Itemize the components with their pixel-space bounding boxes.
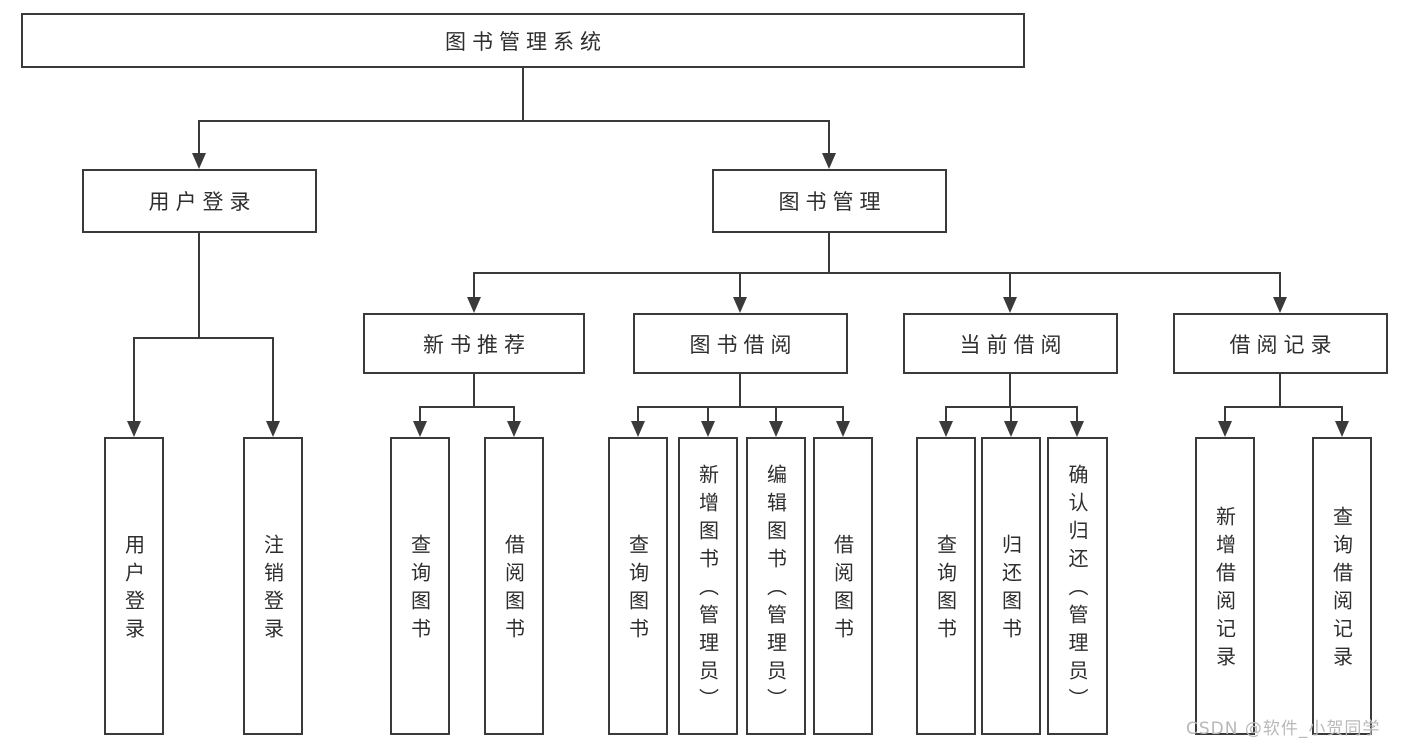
connector-arrow-shaft-br-leaf1 [1224, 406, 1226, 423]
node-current-borrow: 当前借阅 [903, 313, 1118, 374]
connector-arrow-shaft-current-borrow [1009, 272, 1011, 299]
arrowhead-current-borrow-icon [1003, 297, 1017, 313]
leaf-cb-return-books: 归还图书 [981, 437, 1041, 735]
connector-arrow-shaft-nb-leaf2 [513, 406, 515, 423]
connector-arrow-shaft-book-mgmt [828, 120, 830, 155]
leaf-bb-edit-books-admin: 编辑图书（管理员） [746, 437, 806, 735]
connector-arrow-shaft-new-books [473, 272, 475, 299]
csdn-watermark: CSDN @软件_小贺同学 [1186, 719, 1381, 739]
arrowhead-login-leaf1-icon [127, 421, 141, 437]
connector-new-books-hline [419, 406, 515, 408]
connector-new-books-stub [473, 374, 475, 408]
connector-arrow-shaft-bb-leaf1 [637, 406, 639, 423]
connector-user-login-hline [133, 337, 274, 339]
leaf-cb-query-books: 查询图书 [916, 437, 976, 735]
leaf-br-add-record-label: 新增借阅记录 [1212, 506, 1237, 674]
arrowhead-book-borrow-icon [733, 297, 747, 313]
arrowhead-bb-leaf2-icon [701, 421, 715, 437]
connector-arrow-shaft-bb-leaf4 [842, 406, 844, 423]
connector-book-borrow-hline [637, 406, 844, 408]
leaf-user-login: 用户登录 [104, 437, 164, 735]
leaf-logout-label: 注销登录 [260, 534, 285, 646]
leaf-user-login-label: 用户登录 [121, 534, 146, 646]
connector-book-mgmt-hline [473, 272, 1281, 274]
node-book-borrow: 图书借阅 [633, 313, 848, 374]
leaf-bb-edit-books-admin-label: 编辑图书（管理员） [763, 464, 788, 716]
leaf-cb-return-books-label: 归还图书 [998, 534, 1023, 646]
connector-arrow-shaft-borrow-records [1279, 272, 1281, 299]
arrowhead-cb-leaf3-icon [1070, 421, 1084, 437]
connector-user-login-stub [198, 233, 200, 339]
node-new-books: 新书推荐 [363, 313, 585, 374]
node-root-label: 图书管理系统 [445, 29, 607, 54]
arrowhead-user-login-icon [192, 153, 206, 169]
arrowhead-nb-leaf2-icon [507, 421, 521, 437]
leaf-logout: 注销登录 [243, 437, 303, 735]
connector-arrow-shaft-bb-leaf2 [707, 406, 709, 423]
connector-arrow-shaft-nb-leaf1 [419, 406, 421, 423]
node-book-borrow-label: 图书借阅 [689, 332, 798, 357]
connector-arrow-shaft-login-leaf1 [133, 337, 135, 423]
leaf-br-query-record: 查询借阅记录 [1312, 437, 1372, 735]
leaf-bb-query-books-label: 查询图书 [625, 534, 650, 646]
connector-arrow-shaft-br-leaf2 [1341, 406, 1343, 423]
connector-borrow-records-hline [1224, 406, 1343, 408]
leaf-cb-query-books-label: 查询图书 [933, 534, 958, 646]
connector-book-borrow-stub [739, 374, 741, 408]
node-new-books-label: 新书推荐 [423, 332, 531, 357]
node-root-system: 图书管理系统 [21, 13, 1025, 68]
leaf-nb-query-books-label: 查询图书 [407, 534, 432, 646]
arrowhead-cb-leaf1-icon [939, 421, 953, 437]
leaf-nb-borrow-books-label: 借阅图书 [501, 534, 526, 646]
connector-borrow-records-stub [1279, 374, 1281, 408]
leaf-bb-borrow-books: 借阅图书 [813, 437, 873, 735]
connector-arrow-shaft-login-leaf2 [272, 337, 274, 423]
arrowhead-br-leaf1-icon [1218, 421, 1232, 437]
leaf-cb-confirm-return-admin: 确认归还（管理员） [1047, 437, 1108, 735]
node-current-borrow-label: 当前借阅 [959, 332, 1068, 357]
connector-arrow-shaft-book-borrow [739, 272, 741, 299]
arrowhead-bb-leaf4-icon [836, 421, 850, 437]
leaf-cb-confirm-return-admin-label: 确认归还（管理员） [1065, 464, 1089, 716]
leaf-bb-query-books: 查询图书 [608, 437, 668, 735]
connector-arrow-shaft-user-login [198, 120, 200, 155]
arrowhead-nb-leaf1-icon [413, 421, 427, 437]
leaf-br-query-record-label: 查询借阅记录 [1329, 506, 1354, 674]
arrowhead-login-leaf2-icon [266, 421, 280, 437]
leaf-bb-borrow-books-label: 借阅图书 [830, 534, 855, 646]
arrowhead-bb-leaf1-icon [631, 421, 645, 437]
leaf-bb-add-books-admin: 新增图书（管理员） [678, 437, 738, 735]
connector-current-borrow-stub [1009, 374, 1011, 408]
connector-root-hline [198, 120, 830, 122]
connector-arrow-shaft-cb-leaf2 [1010, 406, 1012, 423]
node-user-login: 用户登录 [82, 169, 317, 233]
leaf-nb-borrow-books: 借阅图书 [484, 437, 544, 735]
leaf-br-add-record: 新增借阅记录 [1195, 437, 1255, 735]
connector-root-stub [522, 68, 524, 120]
node-borrow-records-label: 借阅记录 [1229, 332, 1338, 357]
node-book-mgmt: 图书管理 [712, 169, 947, 233]
arrowhead-borrow-records-icon [1273, 297, 1287, 313]
node-borrow-records: 借阅记录 [1173, 313, 1388, 374]
leaf-nb-query-books: 查询图书 [390, 437, 450, 735]
node-user-login-label: 用户登录 [148, 190, 257, 214]
connector-arrow-shaft-cb-leaf1 [945, 406, 947, 423]
connector-arrow-shaft-cb-leaf3 [1076, 406, 1078, 423]
arrowhead-book-mgmt-icon [822, 153, 836, 169]
node-book-mgmt-label: 图书管理 [778, 190, 887, 214]
arrowhead-br-leaf2-icon [1335, 421, 1349, 437]
connector-arrow-shaft-bb-leaf3 [775, 406, 777, 423]
arrowhead-cb-leaf2-icon [1004, 421, 1018, 437]
arrowhead-bb-leaf3-icon [769, 421, 783, 437]
leaf-bb-add-books-admin-label: 新增图书（管理员） [695, 464, 720, 716]
arrowhead-new-books-icon [467, 297, 481, 313]
connector-book-mgmt-stub [828, 233, 830, 274]
